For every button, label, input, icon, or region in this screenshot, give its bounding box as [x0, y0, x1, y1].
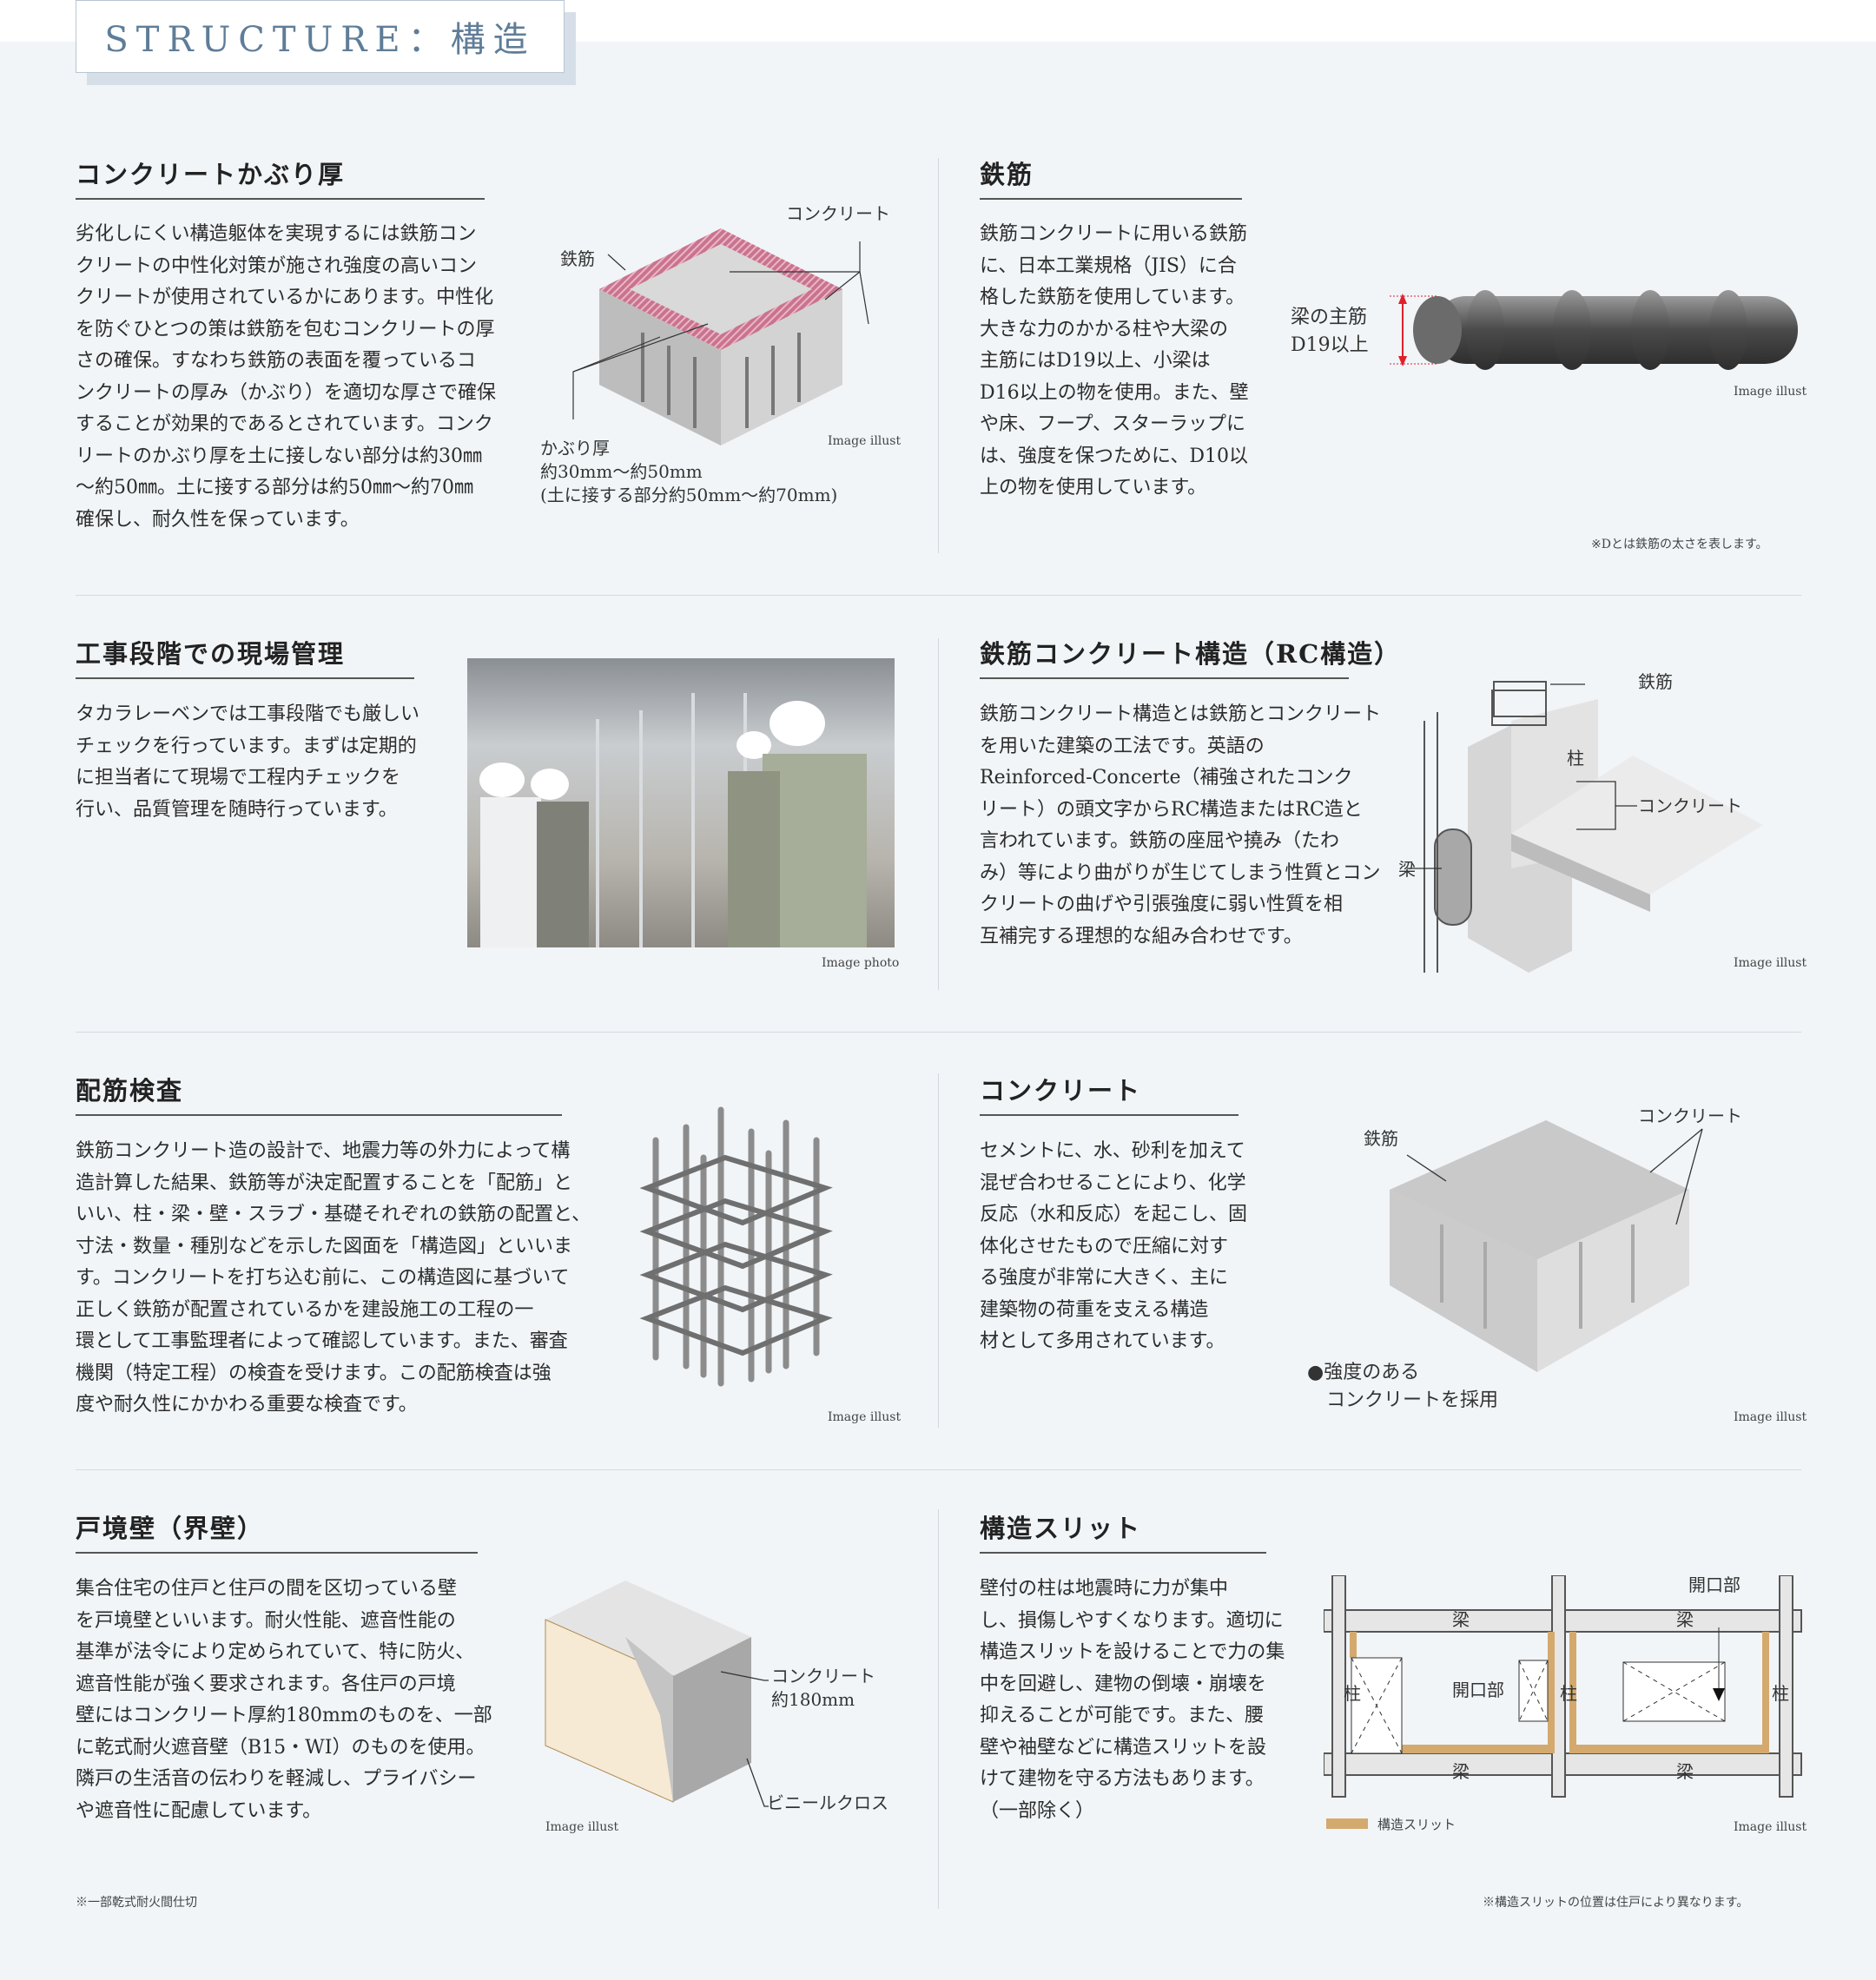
image-caption: Image illust — [828, 1410, 902, 1424]
title-underline — [76, 1552, 478, 1554]
row-divider — [76, 1032, 1801, 1033]
feature-high-strength-concrete: ●強度のある コンクリートを採用 — [1307, 1362, 1499, 1411]
section-body-rebar: 鉄筋コンクリートに用いる鉄筋 に、日本工業規格（JIS）に合 格した鉄筋を使用し… — [980, 223, 1249, 498]
label-concrete: コンクリート — [1638, 1106, 1742, 1126]
section-body-inspection: 鉄筋コンクリート造の設計で、地震力等の外力によって構 造計算した結果、鉄筋等が決… — [76, 1140, 591, 1416]
label-beam: 梁 — [1452, 1609, 1470, 1630]
page-title: STRUCTURE：構造 — [76, 0, 565, 73]
title-underline — [980, 677, 1349, 679]
label-column: 柱 — [1567, 748, 1584, 769]
section-title-wall: 戸境壁（界壁） — [76, 1514, 265, 1543]
column-divider — [938, 158, 939, 553]
section-body-wall: 集合住宅の住戸と住戸の間を区切っている壁 を戸境壁といいます。耐火性能、遮音性能… — [76, 1578, 492, 1822]
rebar-illustration — [1390, 290, 1798, 370]
section-body-rc: 鉄筋コンクリート構造とは鉄筋とコンクリート を用いた建築の工法です。英語の Re… — [980, 703, 1382, 947]
column-divider — [938, 1073, 939, 1428]
section-title-concrete: コンクリート — [980, 1076, 1142, 1106]
label-opening: 開口部 — [1688, 1574, 1741, 1595]
label-cover-thickness: かぶり厚 約30mm～約50mm (土に接する部分約50mm～約70mm) — [540, 438, 838, 505]
title-underline — [980, 198, 1242, 200]
label-column: 柱 — [1560, 1683, 1577, 1704]
image-caption: Image illust — [1734, 1820, 1807, 1834]
row-divider — [76, 595, 1801, 596]
section-title-site: 工事段階での現場管理 — [76, 639, 346, 669]
section-title-rebar: 鉄筋 — [980, 160, 1034, 189]
title-underline — [980, 1114, 1239, 1116]
label-concrete: コンクリート — [786, 203, 890, 224]
structural-slit-diagram — [1324, 1575, 1802, 1798]
image-caption: Image illust — [1734, 1410, 1807, 1424]
label-opening: 開口部 — [1452, 1680, 1504, 1700]
label-column: 柱 — [1772, 1683, 1789, 1704]
label-beam: 梁 — [1676, 1609, 1694, 1630]
label-concrete: コンクリート — [1638, 795, 1742, 816]
label-rebar: 鉄筋 — [1364, 1128, 1398, 1149]
legend-swatch-slit — [1326, 1818, 1368, 1829]
row-divider — [76, 1469, 1801, 1470]
label-main-rebar: 梁の主筋 D19以上 — [1291, 307, 1369, 356]
label-beam: 梁 — [1676, 1761, 1694, 1782]
image-caption: Image illust — [1734, 385, 1807, 399]
label-concrete-thickness: コンクリート 約180mm — [771, 1666, 875, 1710]
footnote-slit: ※構造スリットの位置は住戸により異なります。 — [1483, 1896, 1749, 1910]
column-divider — [938, 1509, 939, 1909]
section-body-cover: 劣化しにくい構造躯体を実現するには鉄筋コン クリートの中性化対策が施され強度の高… — [76, 223, 497, 531]
section-body-concrete: セメントに、水、砂利を加えて 混ぜ合わせることにより、化学 反応（水和反応）を起… — [980, 1140, 1248, 1352]
title-underline — [980, 1552, 1266, 1554]
footnote-wall: ※一部乾式耐火間仕切 — [76, 1896, 197, 1910]
title-underline — [76, 198, 485, 200]
image-caption: Image illust — [545, 1820, 619, 1834]
concrete-block-illustration — [1390, 1120, 1703, 1372]
party-wall-illustration — [545, 1581, 769, 1807]
image-caption: Image photo — [822, 956, 900, 970]
label-vinyl-cloth: ビニールクロス — [767, 1792, 888, 1813]
title-underline — [76, 677, 414, 679]
section-title-inspection: 配筋検査 — [76, 1076, 184, 1106]
label-rebar: 鉄筋 — [1638, 671, 1673, 692]
concrete-cover-illustration — [572, 228, 869, 446]
image-caption: Image illust — [1734, 956, 1807, 970]
section-title-cover: コンクリートかぶり厚 — [76, 160, 346, 189]
section-title-rc: 鉄筋コンクリート構造（RC構造） — [980, 639, 1402, 669]
section-body-slit: 壁付の柱は地震時に力が集中 し、損傷しやすくなります。適切に 構造スリットを設け… — [980, 1578, 1285, 1822]
image-caption: Image illust — [828, 434, 902, 448]
label-column: 柱 — [1344, 1683, 1361, 1704]
legend-label-slit: 構造スリット — [1377, 1817, 1457, 1832]
label-beam: 梁 — [1398, 859, 1416, 880]
title-underline — [76, 1114, 562, 1116]
column-divider — [938, 638, 939, 990]
section-body-site: タカラレーベンでは工事段階でも厳しい チェックを行っています。まずは定期的 に担… — [76, 703, 420, 821]
site-inspection-photo — [467, 658, 895, 947]
section-title-slit: 構造スリット — [980, 1514, 1142, 1543]
label-beam: 梁 — [1452, 1761, 1470, 1782]
rc-structure-illustration — [1407, 681, 1763, 973]
label-rebar: 鉄筋 — [560, 248, 595, 269]
footnote-rebar: ※Dとは鉄筋の太さを表します。 — [1591, 538, 1768, 551]
rebar-cage-illustration — [639, 1106, 833, 1387]
